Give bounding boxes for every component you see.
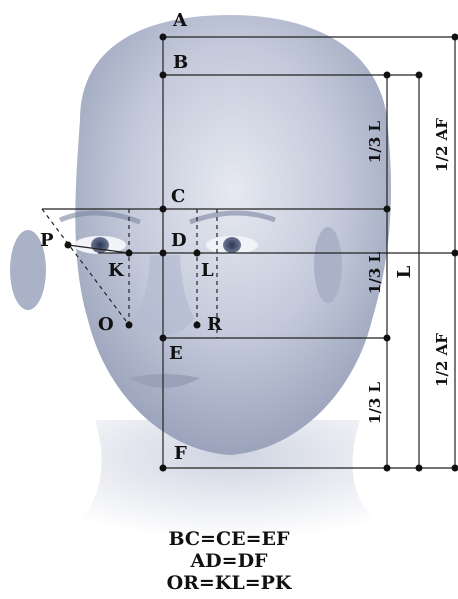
label-E: E	[169, 343, 183, 364]
formula-line-3: OR=KL=PK	[0, 572, 458, 594]
dot-O	[126, 322, 133, 329]
dim-label-third-bottom: 1/3 L	[366, 381, 384, 424]
label-F: F	[174, 443, 187, 464]
label-K: K	[108, 260, 125, 281]
dot-A	[160, 34, 167, 41]
dim-label-half-bottom: 1/2 AF	[433, 333, 451, 387]
right-ear-shape	[314, 227, 342, 303]
dot-P	[65, 242, 72, 249]
dot-total-bottom	[416, 465, 423, 472]
dim-label-half-top: 1/2 AF	[433, 118, 451, 172]
formula-line-2: AD=DF	[0, 550, 458, 572]
dot-right-E	[384, 335, 391, 342]
label-C: C	[171, 186, 185, 207]
dot-D	[160, 250, 167, 257]
dot-E	[160, 335, 167, 342]
label-D: D	[171, 230, 187, 251]
dot-half-bottom	[452, 465, 458, 472]
dot-C	[160, 206, 167, 213]
dot-R	[194, 322, 201, 329]
dot-K	[126, 250, 133, 257]
head-shape	[75, 15, 391, 455]
dot-right-F	[384, 465, 391, 472]
label-A: A	[172, 10, 188, 31]
dot-half-top	[452, 34, 458, 41]
dim-label-third-top: 1/3 L	[366, 120, 384, 163]
formula-line-1: BC=CE=EF	[0, 528, 458, 550]
dot-total-top	[416, 72, 423, 79]
label-O: O	[98, 314, 114, 335]
dim-label-third-mid: 1/3 L	[366, 251, 384, 294]
label-B: B	[173, 52, 188, 73]
dot-B	[160, 72, 167, 79]
dot-right-B	[384, 72, 391, 79]
label-L: L	[201, 260, 214, 281]
proportion-formulas: BC=CE=EF AD=DF OR=KL=PK	[0, 528, 458, 594]
dot-F	[160, 465, 167, 472]
dot-half-mid	[452, 250, 458, 257]
label-R: R	[207, 314, 223, 335]
dot-right-C	[384, 206, 391, 213]
right-iris-shape	[223, 237, 241, 253]
label-P: P	[40, 230, 54, 251]
dim-label-total: L	[394, 265, 415, 278]
dot-L	[194, 250, 201, 257]
